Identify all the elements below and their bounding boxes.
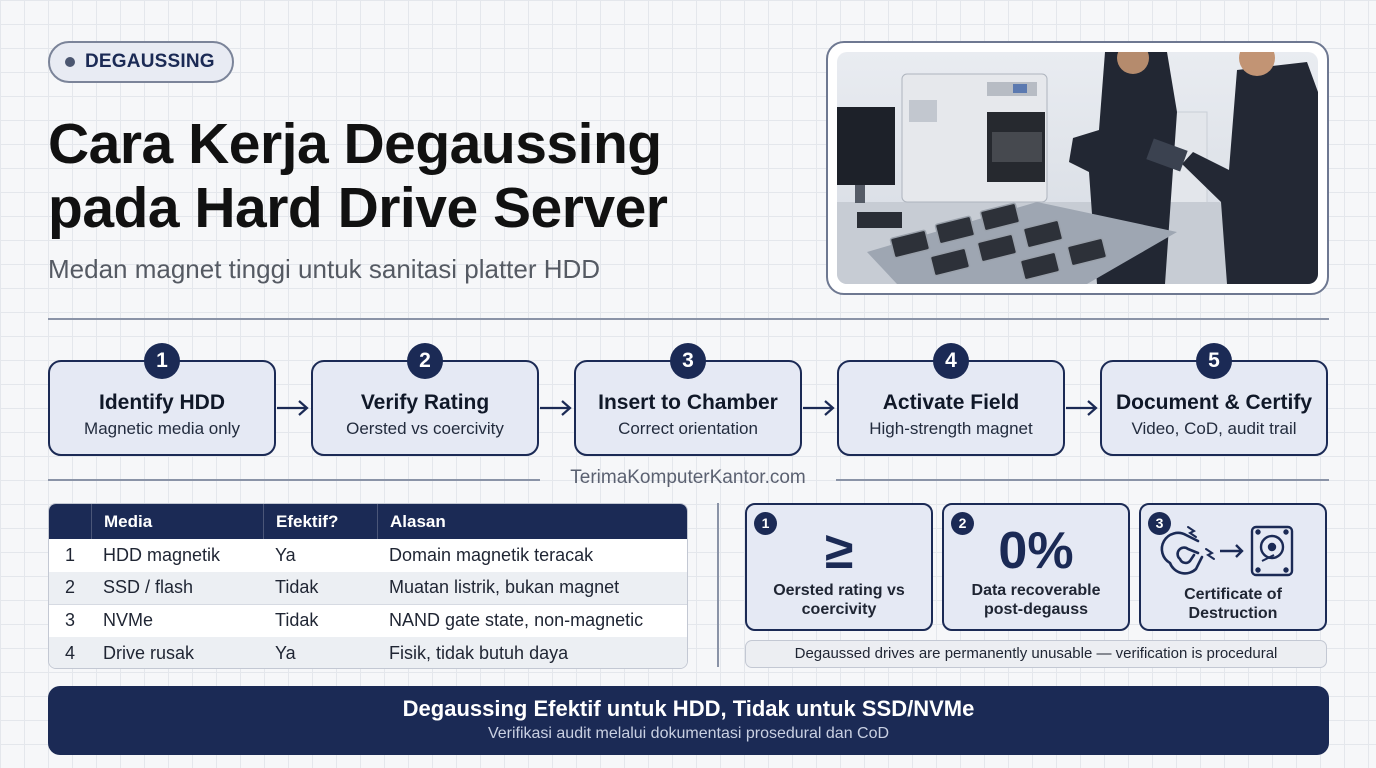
- stat-card-certificate: 3 Certificate of Destru: [1139, 503, 1327, 631]
- title-line-2: pada Hard Drive Server: [48, 176, 668, 240]
- table-cell-media: Drive rusak: [103, 642, 195, 663]
- step-card-4: 4 Activate Field High-strength magnet: [837, 343, 1065, 456]
- hero-photo-image: [837, 52, 1318, 284]
- arrow-right-icon: [1220, 544, 1244, 558]
- step-subtitle: Magnetic media only: [84, 419, 240, 438]
- table-cell-efektif: Tidak: [275, 610, 319, 631]
- table-cell-no: 3: [64, 610, 75, 631]
- page-subtitle: Medan magnet tinggi untuk sanitasi platt…: [48, 254, 601, 284]
- banner-subtitle: Verifikasi audit melalui dokumentasi pro…: [487, 725, 890, 742]
- table-cell-media: SSD / flash: [103, 577, 194, 598]
- card-label: Certificate of Destruction: [1184, 586, 1282, 622]
- step-subtitle: Video, CoD, audit trail: [1131, 419, 1297, 438]
- step-card-1: 1 Identify HDD Magnetic media only: [48, 343, 276, 456]
- section-separator: [717, 503, 719, 667]
- magnet-to-drive-icons: [1160, 525, 1294, 577]
- card-number-badge: 2: [951, 512, 974, 535]
- card-label: Oersted rating vs coercivity: [773, 582, 905, 618]
- table-cell-no: 1: [64, 544, 75, 565]
- card-big-symbol: ≥: [824, 522, 854, 580]
- table-row: 4 Drive rusak Ya Fisik, tidak butuh daya: [49, 636, 687, 668]
- banner-title: Degaussing Efektif untuk HDD, Tidak untu…: [402, 696, 975, 721]
- table-cell-alasan: Muatan listrik, bukan magnet: [389, 577, 620, 598]
- table-row: 2 SSD / flash Tidak Muatan listrik, buka…: [49, 571, 687, 605]
- arrow-right-icon: [803, 400, 835, 416]
- step-card-3: 3 Insert to Chamber Correct orientation: [574, 343, 802, 456]
- hard-drive-icon: [1250, 525, 1294, 577]
- table-cell-alasan: NAND gate state, non-magnetic: [389, 610, 644, 631]
- table-row: 3 NVMe Tidak NAND gate state, non-magnet…: [49, 604, 687, 637]
- verification-note: Degaussed drives are permanently unusabl…: [745, 640, 1327, 668]
- card-number-badge: 1: [754, 512, 777, 535]
- table-header-cell: Media: [91, 504, 263, 539]
- step-number-badge: 5: [1196, 343, 1232, 379]
- table-row: 1 HDD magnetik Ya Domain magnetik teraca…: [49, 539, 687, 572]
- table-cell-alasan: Domain magnetik teracak: [389, 544, 594, 565]
- divider-left: [48, 479, 540, 481]
- arrow-right-icon: [1066, 400, 1098, 416]
- table-header-row: Media Efektif? Alasan: [49, 504, 687, 539]
- arrow-right-icon: [277, 400, 309, 416]
- page-title: Cara Kerja Degaussing pada Hard Drive Se…: [48, 112, 788, 240]
- step-title: Identify HDD: [99, 391, 225, 414]
- step-title: Document & Certify: [1115, 391, 1313, 414]
- step-title: Activate Field: [882, 391, 1020, 414]
- degausser-lab-illustration: [837, 52, 1318, 284]
- step-subtitle: Correct orientation: [618, 419, 758, 438]
- stat-card-oersted: 1 ≥ Oersted rating vs coercivity: [745, 503, 933, 631]
- step-number-badge: 2: [407, 343, 443, 379]
- step-subtitle: Oersted vs coercivity: [346, 419, 504, 438]
- table-header-cell: [49, 504, 91, 539]
- table-cell-no: 4: [64, 642, 75, 663]
- step-title: Verify Rating: [360, 391, 490, 414]
- table-header-cell: Efektif?: [263, 504, 377, 539]
- table-cell-efektif: Ya: [275, 642, 296, 663]
- card-number-badge: 3: [1148, 512, 1171, 535]
- table-cell-efektif: Ya: [275, 544, 296, 565]
- table-cell-efektif: Tidak: [275, 577, 319, 598]
- arrow-right-icon: [540, 400, 572, 416]
- tag-dot: [65, 57, 75, 67]
- table-cell-media: HDD magnetik: [103, 544, 221, 565]
- stat-card-recoverable: 2 0% Data recoverable post-degauss: [942, 503, 1130, 631]
- hero-photo: [826, 41, 1329, 295]
- category-tag: DEGAUSSING: [48, 41, 234, 83]
- table-cell-no: 2: [64, 577, 75, 598]
- card-label: Data recoverable post-degauss: [971, 582, 1101, 618]
- tag-label: DEGAUSSING: [85, 51, 215, 72]
- media-effectiveness-table: Media Efektif? Alasan 1 HDD magnetik Ya …: [48, 503, 688, 669]
- step-card-2: 2 Verify Rating Oersted vs coercivity: [311, 343, 539, 456]
- card-big-value: 0%: [998, 522, 1074, 580]
- step-title: Insert to Chamber: [598, 391, 778, 414]
- step-subtitle: High-strength magnet: [869, 419, 1033, 438]
- site-watermark: TerimaKomputerKantor.com: [570, 467, 806, 488]
- step-card-5: 5 Document & Certify Video, CoD, audit t…: [1100, 343, 1328, 456]
- step-number-badge: 3: [670, 343, 706, 379]
- summary-banner: Degaussing Efektif untuk HDD, Tidak untu…: [48, 686, 1329, 755]
- divider-top: [48, 318, 1329, 320]
- table-cell-media: NVMe: [103, 610, 154, 631]
- step-number-badge: 4: [933, 343, 969, 379]
- divider-right: [836, 479, 1329, 481]
- step-number-badge: 1: [144, 343, 180, 379]
- card-icon-row: [1141, 523, 1325, 579]
- magnet-icon: [1160, 526, 1215, 575]
- table-header-cell: Alasan: [377, 504, 687, 539]
- table-cell-alasan: Fisik, tidak butuh daya: [389, 642, 569, 663]
- title-line-1: Cara Kerja Degaussing: [48, 112, 662, 176]
